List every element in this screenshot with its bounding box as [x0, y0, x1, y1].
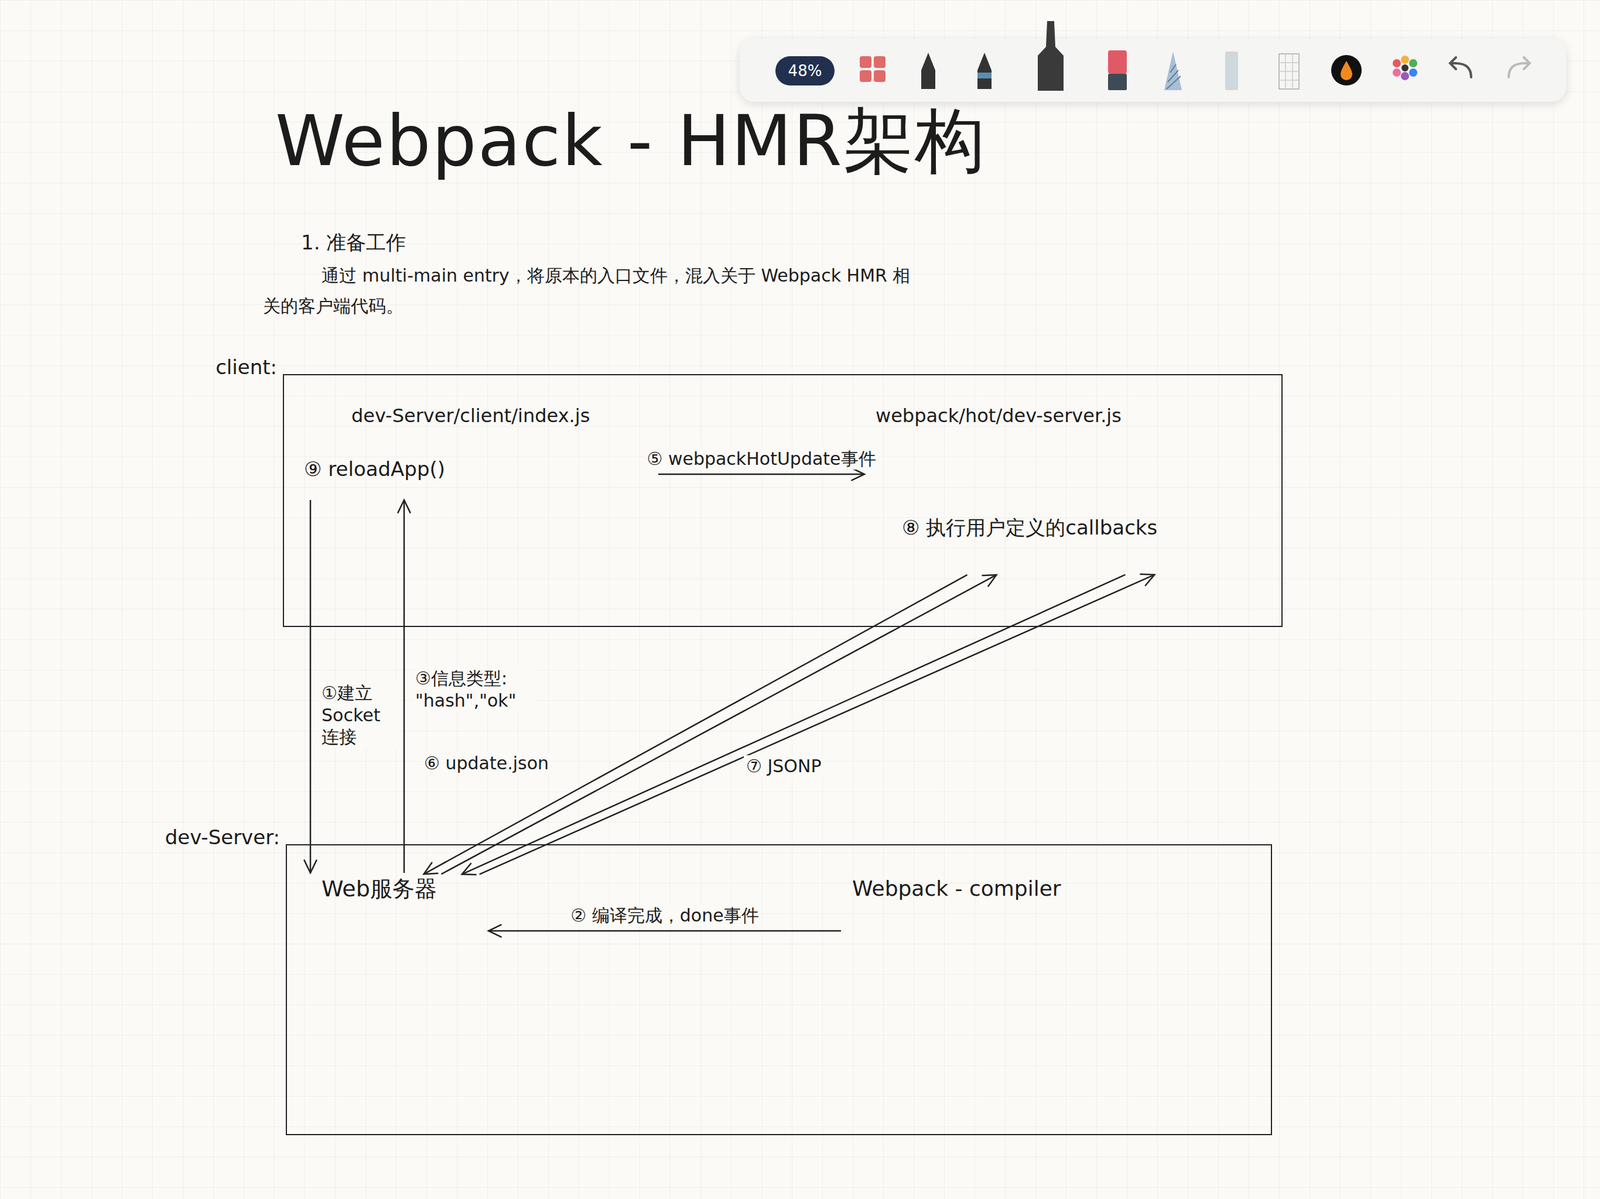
- grid-paper-lines: [1279, 53, 1299, 90]
- ruler-icon: [1225, 51, 1239, 91]
- module-name: webpack/hot/dev-server.js: [875, 404, 1230, 428]
- connector-line: [488, 930, 841, 933]
- eraser-icon: [1108, 50, 1127, 74]
- arrow-head: [488, 925, 502, 938]
- step-text: ⑧ 执行用户定义的callbacks: [901, 515, 1230, 541]
- module-name: Web服务器: [321, 875, 487, 904]
- module-region: dev-Server/client/index.js ⑨ reloadApp(): [292, 404, 656, 498]
- connector-arrow: [462, 575, 1126, 875]
- module-region: Web服务器: [298, 875, 487, 952]
- connector-arrow: [424, 575, 968, 875]
- connector-arrow: [304, 500, 317, 874]
- zoom-pill: [775, 56, 835, 86]
- edge-label: ⑤ webpackHotUpdate事件: [644, 448, 878, 471]
- pencil-stripes: [1166, 64, 1181, 90]
- grid-paper-icon: [1279, 53, 1299, 90]
- eraser-icon: [1108, 73, 1127, 91]
- edge-label: ①建立 Socket 连接: [319, 682, 400, 749]
- server-box: dev-Server:Web服务器Webpack - compiler: [285, 844, 1273, 1136]
- palette-icon: [1392, 55, 1418, 81]
- arrow-head: [851, 468, 865, 481]
- connector-arrow: [488, 925, 841, 938]
- edge-label: ⑦ JSONP: [743, 755, 824, 778]
- connector-line: [462, 575, 1126, 875]
- section-heading: 1. 准备工作: [301, 229, 406, 256]
- box-heading: client:: [215, 355, 278, 379]
- connector-arrow: [479, 574, 1155, 875]
- box-heading: dev-Server:: [165, 825, 280, 850]
- module-name: Webpack - compiler: [852, 875, 1090, 902]
- color-well: [1331, 55, 1362, 86]
- connector-line: [424, 575, 968, 875]
- connector-line: [479, 575, 1155, 875]
- connector-line: [441, 575, 997, 875]
- arrow-head: [462, 863, 477, 875]
- connector-line: [403, 500, 406, 874]
- note-text: 通过 multi-main entry，将原本的入口文件，混入关于 Webpac…: [262, 260, 914, 322]
- redo-icon: [1508, 57, 1530, 78]
- edge-label: ⑥ update.json: [421, 752, 552, 775]
- grid-icon: [859, 56, 886, 82]
- toolbar-panel: [739, 38, 1567, 102]
- pen-icon: [977, 52, 992, 90]
- module-name: dev-Server/client/index.js: [351, 404, 656, 428]
- connector-arrow: [658, 468, 865, 481]
- connector-line: [658, 473, 865, 476]
- pen-icon: [921, 52, 936, 90]
- step-text: ⑨ reloadApp(): [303, 456, 656, 482]
- edge-label: ③信息类型: "hash","ok": [412, 667, 535, 712]
- diagram-title: Webpack - HMR架构: [275, 102, 987, 180]
- pen-band: [977, 72, 992, 79]
- arrow-head: [982, 575, 997, 587]
- connector-arrow: [441, 575, 997, 875]
- marker-icon: [1037, 21, 1064, 91]
- color-drop: [1340, 60, 1353, 81]
- arrow-head: [1140, 574, 1155, 586]
- arrow-head: [304, 860, 317, 874]
- client-box: client:dev-Server/client/index.js⑨ reloa…: [282, 374, 1283, 628]
- pencil-icon: [1164, 51, 1182, 91]
- edge-label: ② 编译完成，done事件: [568, 904, 761, 928]
- zoom-level: 48%: [775, 56, 835, 86]
- module-region: webpack/hot/dev-server.js ⑧ 执行用户定义的callba…: [866, 404, 1230, 574]
- arrow-head: [424, 863, 439, 875]
- undo-icon: [1450, 57, 1472, 78]
- arrow-head: [398, 500, 411, 514]
- connector-line: [309, 500, 312, 874]
- module-region: Webpack - compiler: [843, 875, 1090, 952]
